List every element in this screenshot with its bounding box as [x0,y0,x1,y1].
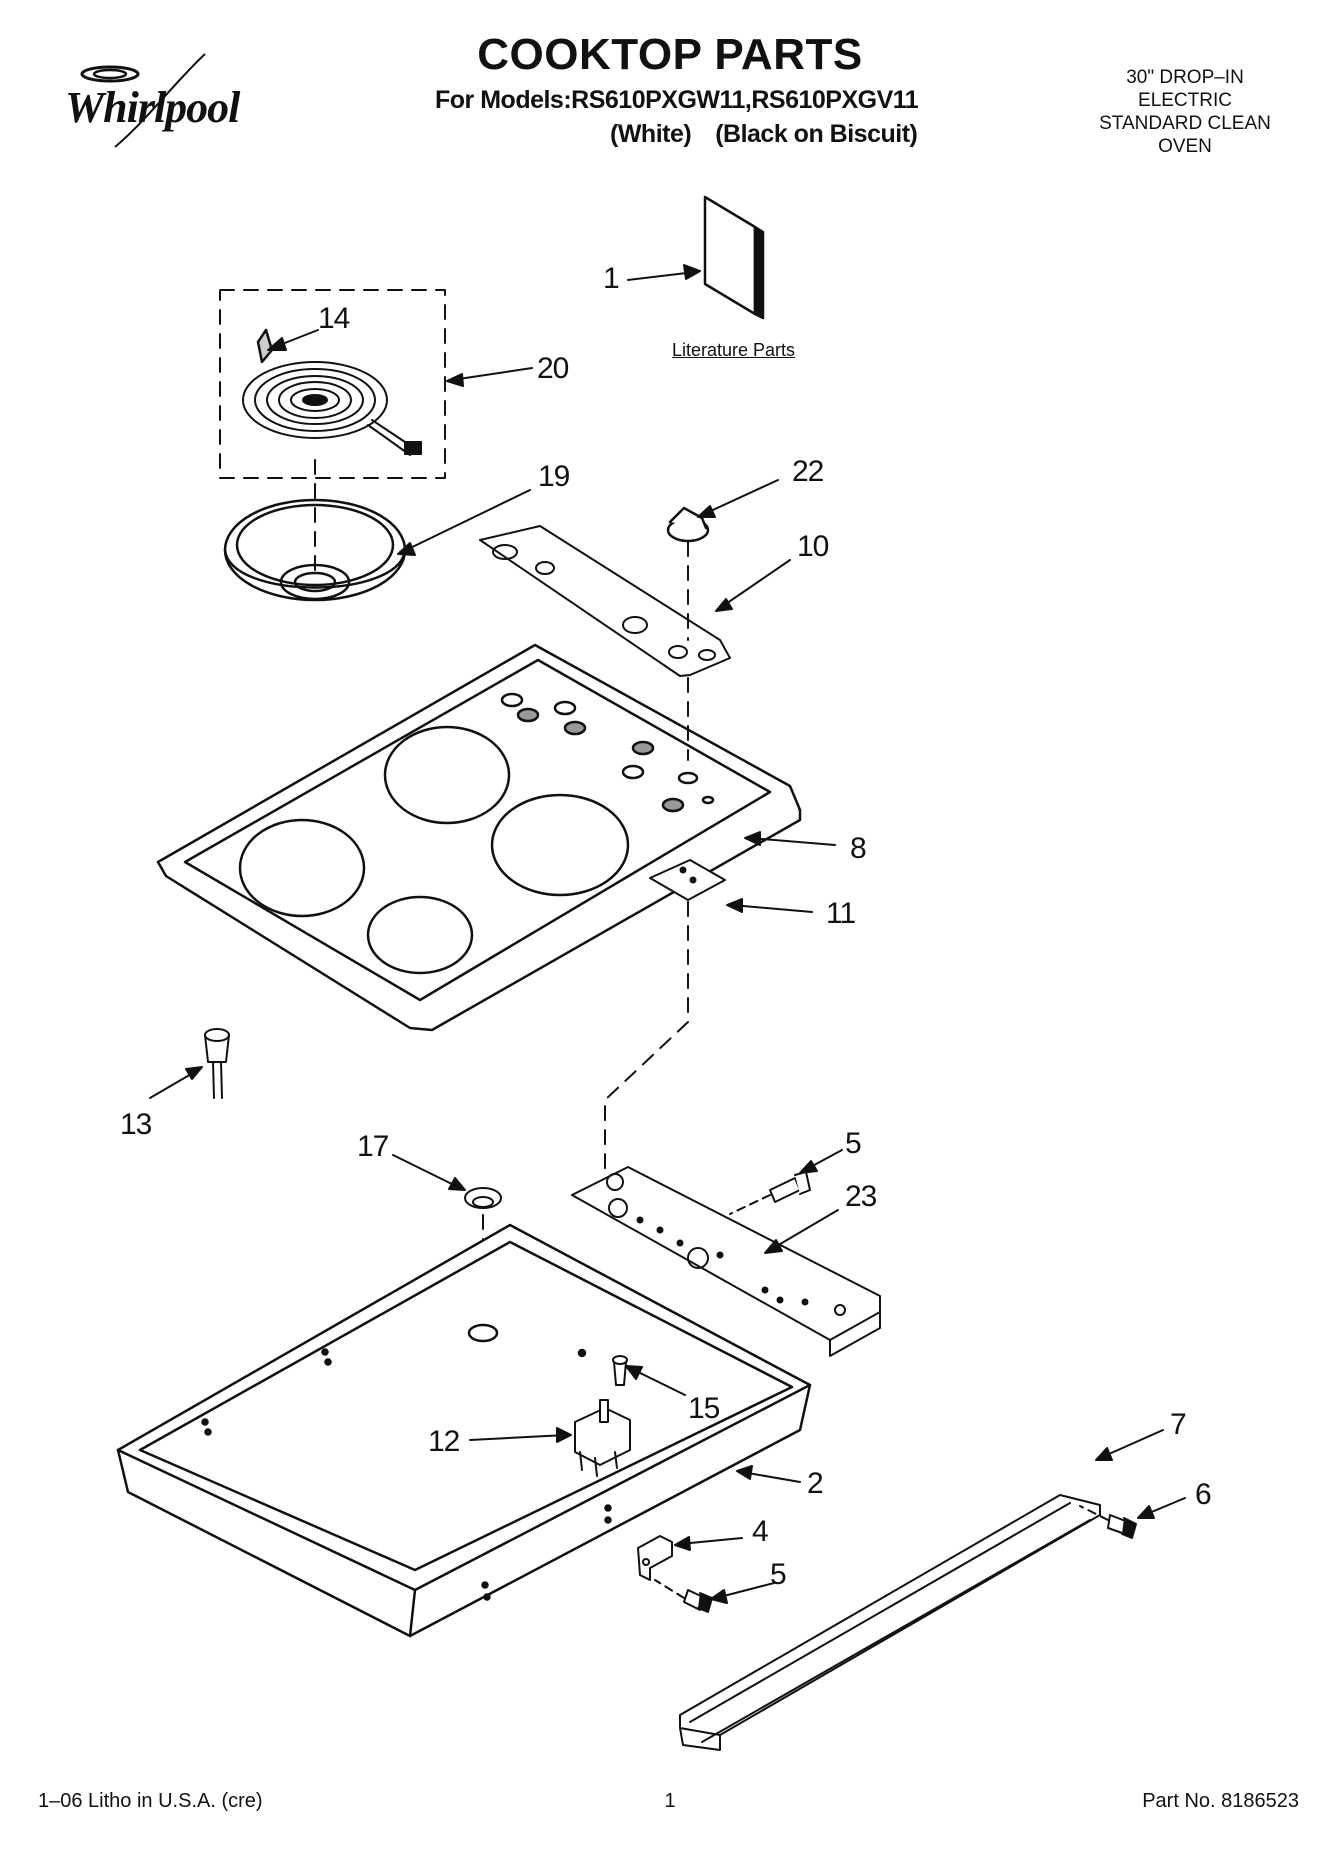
brand-name: Whirlpool [65,83,240,132]
callout-7: 7 [1170,1408,1187,1441]
spec-line: STANDARD CLEAN [1099,113,1271,134]
callout-1: 1 [603,262,620,295]
spacer-plate [604,859,726,1176]
screw-lower [654,1579,713,1613]
callout-14: 14 [318,302,350,335]
callout-5-lower: 5 [770,1558,787,1591]
callout-20: 20 [537,352,569,385]
callout-22: 22 [792,455,824,488]
callout-12: 12 [428,1425,460,1458]
front-trim [679,1494,1101,1751]
leader-lines [149,264,1186,1604]
callout-13: 13 [120,1108,152,1141]
whirlpool-logo: Whirlpool [55,52,285,152]
literature-parts-label: Literature Parts [672,340,796,360]
callout-2: 2 [807,1467,824,1500]
callout-4: 4 [752,1515,769,1548]
infinite-switch [574,1399,631,1477]
screw-trim [1079,1505,1137,1539]
swirl-logo-icon [80,53,206,148]
page-title: COOKTOP PARTS [477,30,863,79]
screw-upper [729,1171,811,1215]
mounting-bracket [637,1535,673,1581]
surface-element-assembly [219,289,446,479]
screw-switch [612,1355,628,1386]
model-numbers: For Models:RS610PXGW11,RS610PXGV11 [435,86,919,114]
footer-litho: 1–06 Litho in U.S.A. (cre) [38,1790,263,1812]
cooktop-box [116,1223,812,1638]
callout-8: 8 [850,832,867,865]
element-clip [256,328,274,364]
part-number: Part No. 8186523 [1142,1790,1299,1812]
callout-11: 11 [826,897,856,930]
control-panel-overlay [479,525,731,677]
page-number: 1 [664,1790,676,1812]
callout-10: 10 [797,530,829,563]
variant-black: (Black on Biscuit) [715,120,918,148]
control-bracket [571,1166,881,1357]
callout-23: 23 [845,1180,877,1213]
spec-line: 30" DROP–IN [1126,67,1244,88]
drip-bowl [223,459,407,602]
callout-17: 17 [357,1130,389,1163]
literature-part [703,195,765,320]
spec-line: ELECTRIC [1138,90,1232,111]
control-knob [666,506,710,641]
appliance-spec: 30" DROP–IN ELECTRIC STANDARD CLEAN OVEN [1060,66,1310,158]
surface-element-coil [242,361,422,456]
cooktop [156,643,802,1032]
callout-15: 15 [688,1392,720,1425]
indicator-light [204,1028,230,1099]
callout-5-upper: 5 [845,1127,862,1160]
model-variants: (White) (Black on Biscuit) [610,120,941,149]
spec-line: OVEN [1158,136,1212,157]
callout-6: 6 [1195,1478,1212,1511]
callout-19: 19 [538,460,570,493]
variant-white: (White) [610,120,692,148]
